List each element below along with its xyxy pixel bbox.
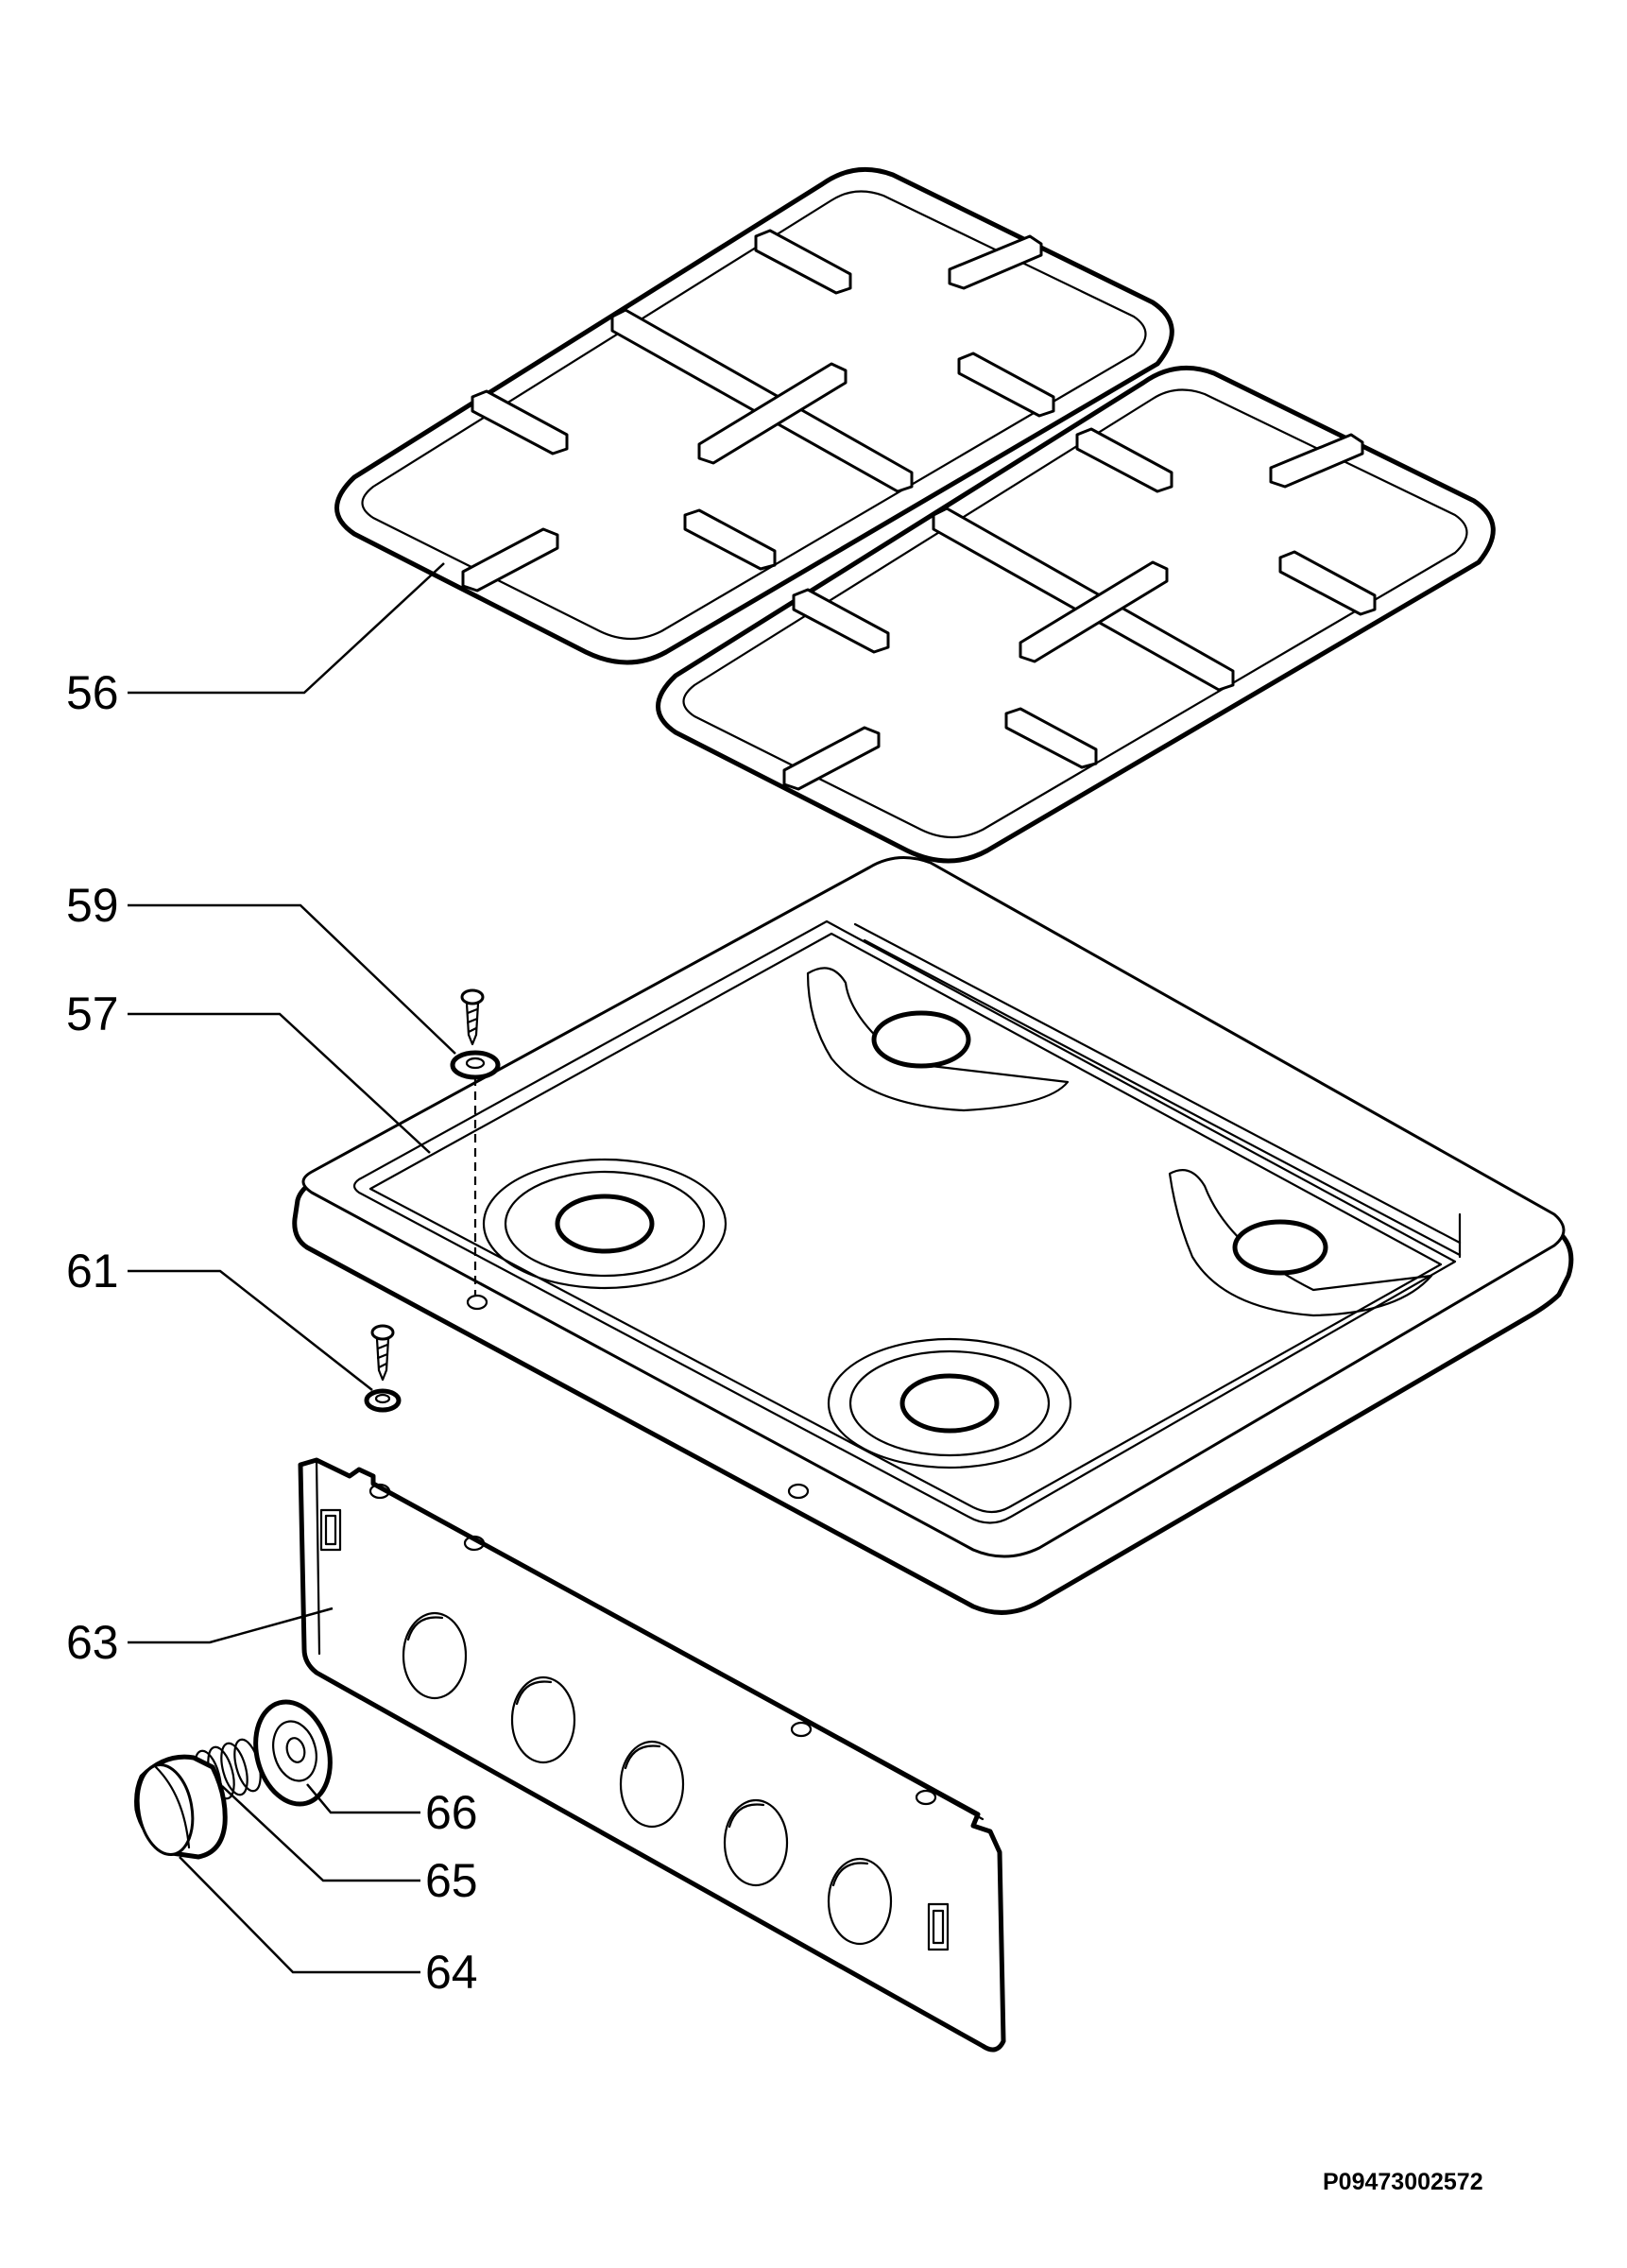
callout-66: 66	[425, 1786, 478, 1839]
control-knob	[134, 1754, 228, 1860]
callout-63: 63	[66, 1616, 119, 1669]
callout-65: 65	[425, 1854, 478, 1907]
screw-59	[450, 988, 501, 1080]
pan-support-right	[656, 365, 1496, 864]
pan-support-left	[334, 166, 1174, 665]
callout-59: 59	[66, 879, 119, 932]
control-panel	[298, 1457, 1006, 2053]
callout-57: 57	[66, 988, 119, 1040]
leader-lines	[128, 562, 456, 1974]
document-code: P09473002572	[1323, 2169, 1483, 2195]
callout-61: 61	[66, 1245, 119, 1297]
knob-bezel	[253, 1699, 333, 1807]
callout-56: 56	[66, 666, 119, 719]
hob-top-plate	[292, 856, 1574, 1615]
callout-64: 64	[425, 1946, 478, 1999]
screw-61	[364, 1324, 402, 1413]
